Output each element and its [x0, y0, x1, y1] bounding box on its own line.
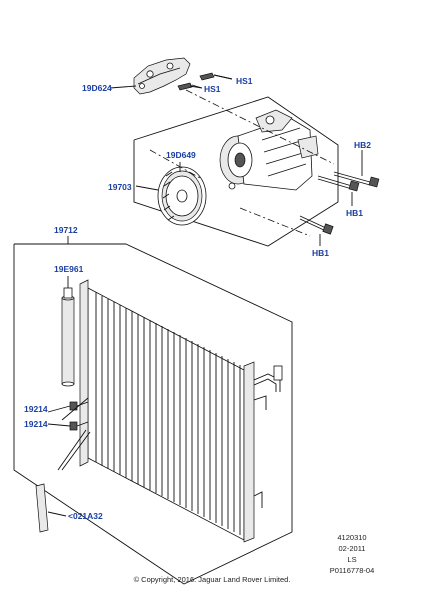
bolt-hb1-right	[317, 175, 360, 192]
receiver-drier	[61, 287, 75, 387]
condenser-group-frame	[13, 243, 293, 585]
drier-pipe	[61, 397, 89, 421]
condenser-core	[87, 287, 245, 541]
rubber-mount	[35, 483, 49, 533]
bolt-hb1-bottom	[299, 215, 334, 235]
lower-pipe-2	[61, 431, 91, 471]
callout-hs1-top[interactable]: HS1	[236, 76, 253, 86]
axis-line-lower	[239, 207, 311, 237]
leader-lines	[47, 74, 363, 517]
callout-19214-top[interactable]: 19214	[24, 404, 48, 414]
reference-block: 4120310 02-2011 LS P0116778-04	[330, 533, 374, 575]
copyright-notice: © Copyright, 2016. Jaguar Land Rover Lim…	[134, 575, 291, 584]
callout-19d624[interactable]: 19D624	[82, 83, 112, 93]
condenser-pipes	[253, 365, 283, 508]
reference-part-id: P0116778-04	[330, 566, 374, 575]
reference-date: 02-2011	[339, 544, 366, 553]
callout-19712[interactable]: 19712	[54, 225, 78, 235]
callout-hb2[interactable]: HB2	[354, 140, 371, 150]
compressor-pulley	[157, 166, 207, 226]
reference-variant: LS	[347, 555, 356, 564]
callout-021a32[interactable]: <021A32	[68, 511, 103, 521]
callout-19214-bottom[interactable]: 19214	[24, 419, 48, 429]
callout-hb1-bottom[interactable]: HB1	[312, 248, 329, 258]
callout-hb1-right[interactable]: HB1	[346, 208, 363, 218]
lower-pipe	[57, 429, 87, 471]
ac-compressor	[219, 109, 319, 191]
callout-19d649[interactable]: 19D649	[166, 150, 196, 160]
compressor-bracket	[133, 57, 191, 95]
callout-hs1-bottom[interactable]: HS1	[204, 84, 221, 94]
compressor-group-frame	[133, 96, 339, 247]
axis-line-pulley	[149, 149, 201, 179]
bolt-hb2	[333, 171, 380, 188]
axis-line-upper	[185, 89, 335, 165]
reference-code: 4120310	[337, 533, 366, 542]
callout-19703[interactable]: 19703	[108, 182, 132, 192]
condenser-end-tanks	[79, 279, 255, 543]
callout-19e961[interactable]: 19E961	[54, 264, 84, 274]
bracket-bolts	[177, 72, 233, 91]
